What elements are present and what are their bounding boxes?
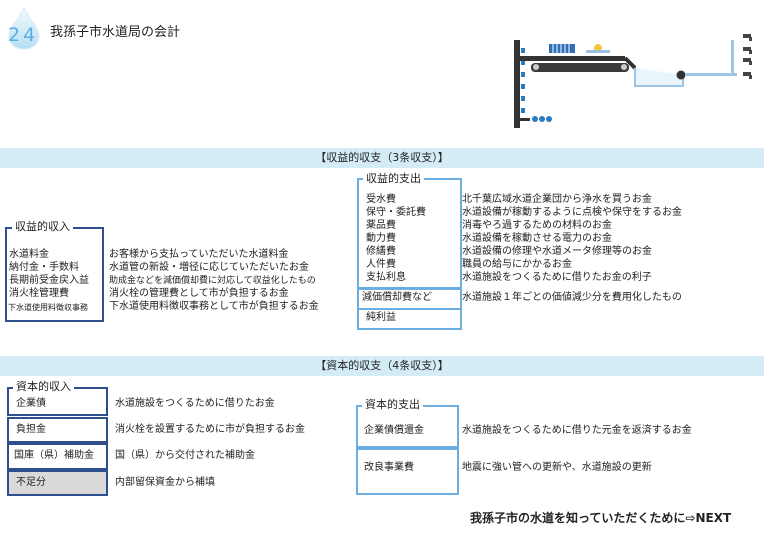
revenue-expense-desc: 水道施設をつくるために借りたお金の利子 <box>462 272 652 283</box>
revenue-expense-desc: 北千葉広域水道企業団から浄水を買うお金 <box>462 194 652 205</box>
revenue-expense-box <box>357 178 462 289</box>
revenue-income-term: 納付金・手数料 <box>9 262 79 273</box>
water-drop-icon <box>8 6 40 50</box>
revenue-expense-term: 人件費 <box>366 259 396 270</box>
capital-expense-label: 資本的支出 <box>362 398 423 411</box>
revenue-income-desc: お客様から支払っていただいた水道料金 <box>109 249 289 260</box>
capital-expense-box <box>356 448 459 495</box>
revenue-income-desc: 消火栓の管理費として市が負担するお金 <box>109 288 289 299</box>
revenue-expense-label: 収益的支出 <box>363 172 424 185</box>
depreciation-desc: 水道施設１年ごとの価値減少分を費用化したもの <box>462 292 682 303</box>
capital-income-label: 資本的収入 <box>13 380 74 393</box>
revenue-expense-desc: 水道設備を稼動させる電力のお金 <box>462 233 612 244</box>
capital-income-desc: 内部留保資金から補填 <box>115 477 215 488</box>
revenue-expense-desc: 水道設備の修理や水道メータ修理等のお金 <box>462 246 652 257</box>
revenue-section-title: 【収益的収支（3条収支）】 <box>315 151 449 164</box>
revenue-income-label: 収益的収入 <box>12 220 73 233</box>
revenue-income-box <box>5 227 104 322</box>
revenue-expense-term: 薬品費 <box>366 220 396 231</box>
revenue-income-term: 消火栓管理費 <box>9 288 69 299</box>
water-supply-illustration <box>514 34 752 128</box>
revenue-expense-term: 受水費 <box>366 194 396 205</box>
header: 24 我孫子市水道局の会計 <box>0 0 300 55</box>
revenue-expense-term: 支払利息 <box>366 272 406 283</box>
revenue-expense-term: 修繕費 <box>366 246 396 257</box>
capital-section-band <box>0 356 764 376</box>
revenue-expense-term: 保守・委託費 <box>366 207 426 218</box>
revenue-expense-desc: 水道設備が稼動するように点検や保守をするお金 <box>462 207 682 218</box>
revenue-income-desc: 水道管の新設・増径に応じていただいたお金 <box>109 262 309 273</box>
capital-income-row <box>7 443 108 470</box>
capital-income-shortfall-row <box>7 470 108 496</box>
capital-income-desc: 消火栓を設置するために市が負担するお金 <box>115 424 305 435</box>
revenue-expense-term: 動力費 <box>366 233 396 244</box>
revenue-income-term: 下水道使用料徴収事務 <box>8 303 88 312</box>
revenue-income-term: 長期前受金戻入益 <box>9 275 89 286</box>
revenue-section-band <box>0 148 764 168</box>
revenue-income-desc: 下水道使用料徴収事務として市が負担するお金 <box>109 301 319 312</box>
revenue-expense-desc: 消毒やろ過するための材料のお金 <box>462 220 612 231</box>
capital-expense-desc: 地震に強い管への更新や、水道施設の更新 <box>462 462 652 473</box>
capital-income-term: 不足分 <box>16 477 46 488</box>
capital-income-desc: 国（県）から交付された補助金 <box>115 450 255 461</box>
capital-income-term: 国庫（県）補助金 <box>14 450 94 461</box>
next-page-link[interactable]: 我孫子市の水道を知っていただくために⇨NEXT <box>470 511 732 525</box>
capital-section-title: 【資本的収支（4条収支）】 <box>315 359 449 372</box>
capital-income-desc: 水道施設をつくるために借りたお金 <box>115 398 275 409</box>
capital-income-term: 負担金 <box>16 424 46 435</box>
revenue-expense-desc: 職員の給与にかかるお金 <box>462 259 572 270</box>
page-title: 我孫子市水道局の会計 <box>50 25 181 40</box>
capital-income-row <box>7 417 108 443</box>
revenue-income-term: 水道料金 <box>9 249 49 260</box>
revenue-income-desc: 助成金などを減価償却費に対応して収益化したもの <box>109 276 316 286</box>
depreciation-term: 減価償却費など <box>362 292 432 303</box>
capital-income-term: 企業債 <box>16 398 46 409</box>
capital-expense-term: 改良事業費 <box>364 462 414 473</box>
capital-expense-term: 企業債償還金 <box>364 425 424 436</box>
net-profit-box <box>357 308 462 330</box>
capital-expense-desc: 水道施設をつくるために借りた元金を返済するお金 <box>462 425 692 436</box>
header-number: 24 <box>8 24 39 46</box>
net-profit-label: 純利益 <box>366 312 396 323</box>
